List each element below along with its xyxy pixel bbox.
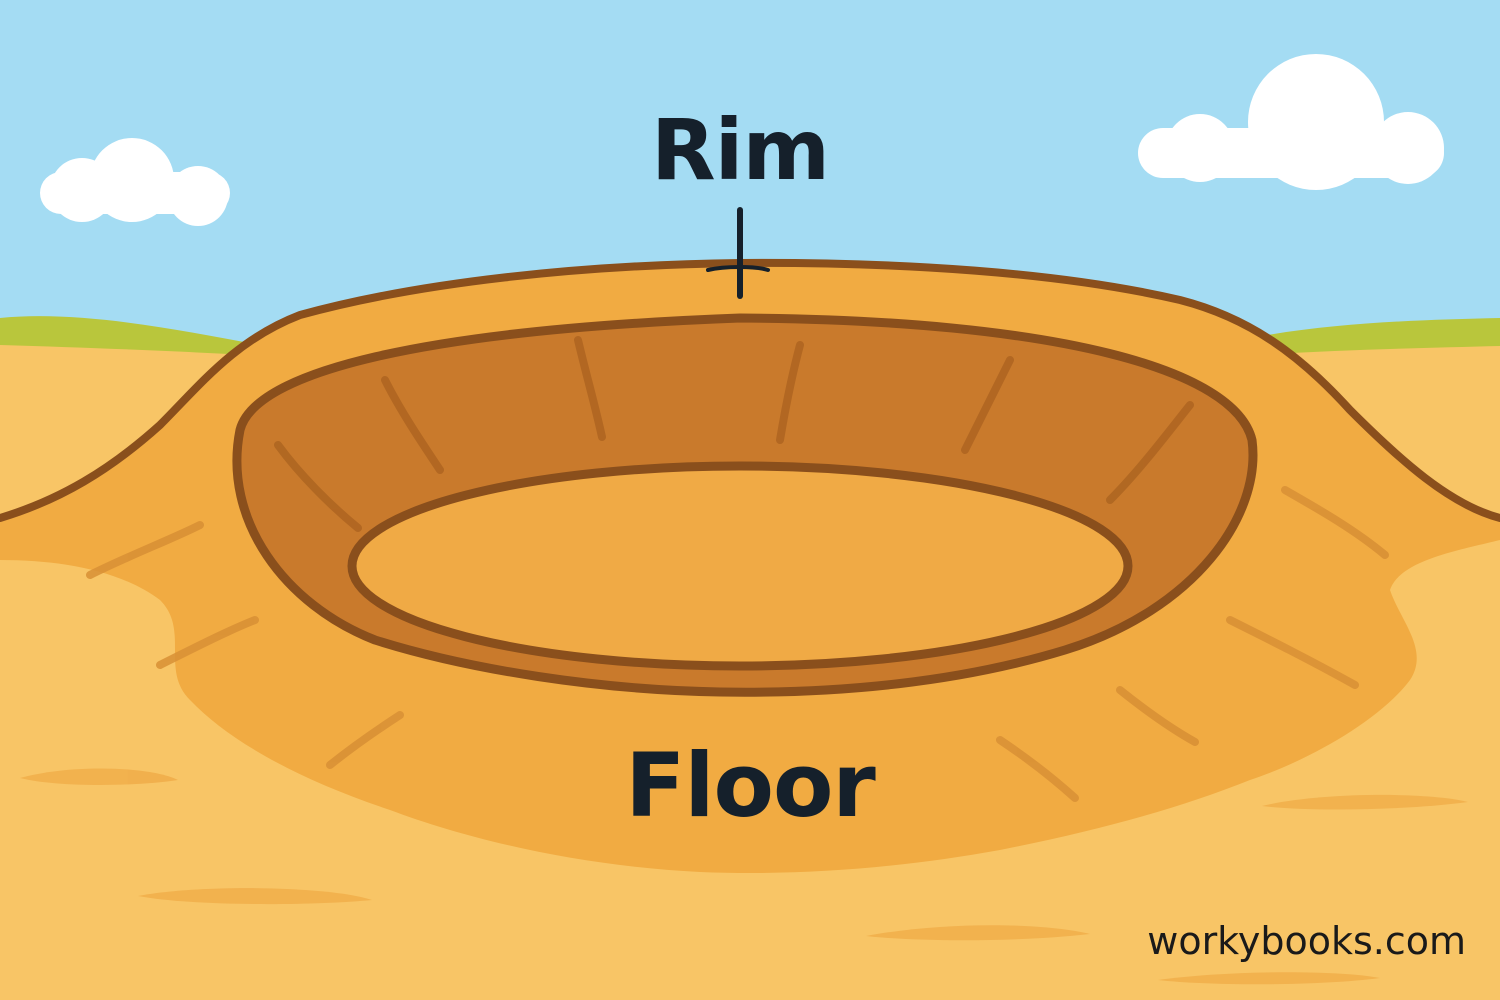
crater-floor (347, 461, 1133, 671)
cloud-right (1138, 54, 1444, 190)
cloud-left (40, 138, 230, 226)
rim-pointer-tick (706, 265, 770, 272)
ground-streaks (20, 768, 1468, 985)
slope-strokes (86, 486, 1389, 802)
rim-label: Rim (650, 101, 830, 199)
floor-label: Floor (625, 734, 876, 837)
wall-strokes (274, 336, 1194, 532)
watermark: workybooks.com (1147, 919, 1466, 963)
